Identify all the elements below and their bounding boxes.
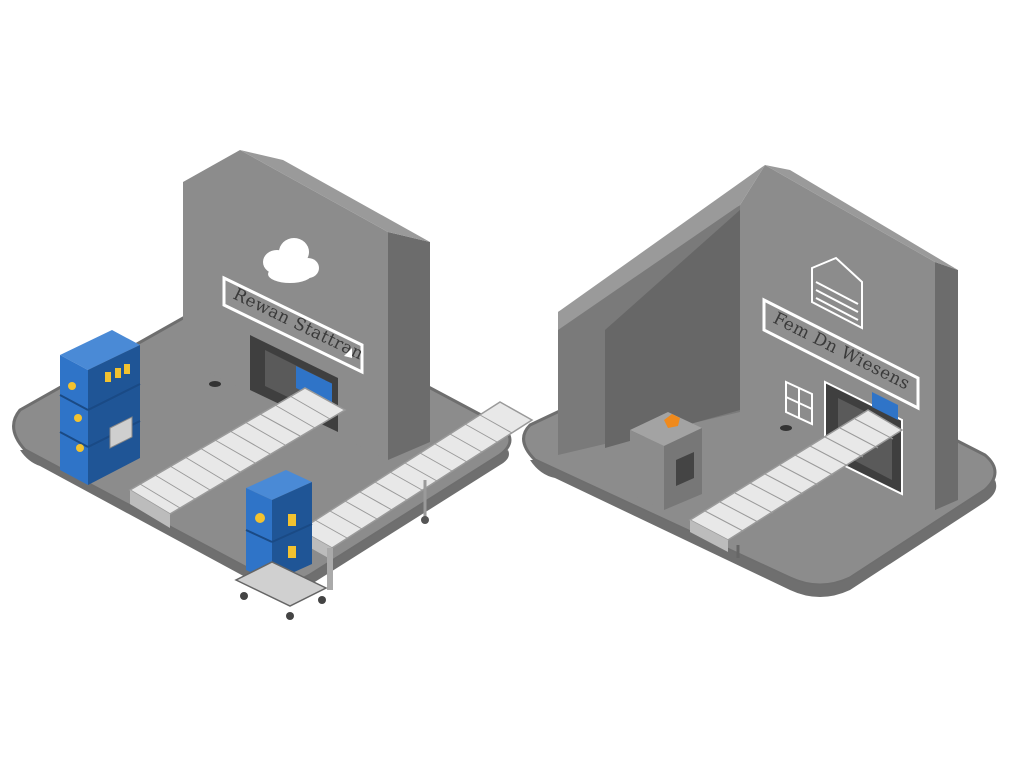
right-machine-box bbox=[630, 412, 702, 510]
left-blue-cabinet bbox=[60, 330, 140, 485]
right-building-side bbox=[935, 262, 958, 510]
floor-marker bbox=[209, 381, 221, 387]
right-facility: Fem Dn Wiesens bbox=[524, 165, 997, 597]
left-facility: Rewan Stattran bbox=[14, 150, 532, 620]
left-building-side bbox=[388, 232, 430, 460]
right-floor-marker bbox=[780, 425, 792, 431]
